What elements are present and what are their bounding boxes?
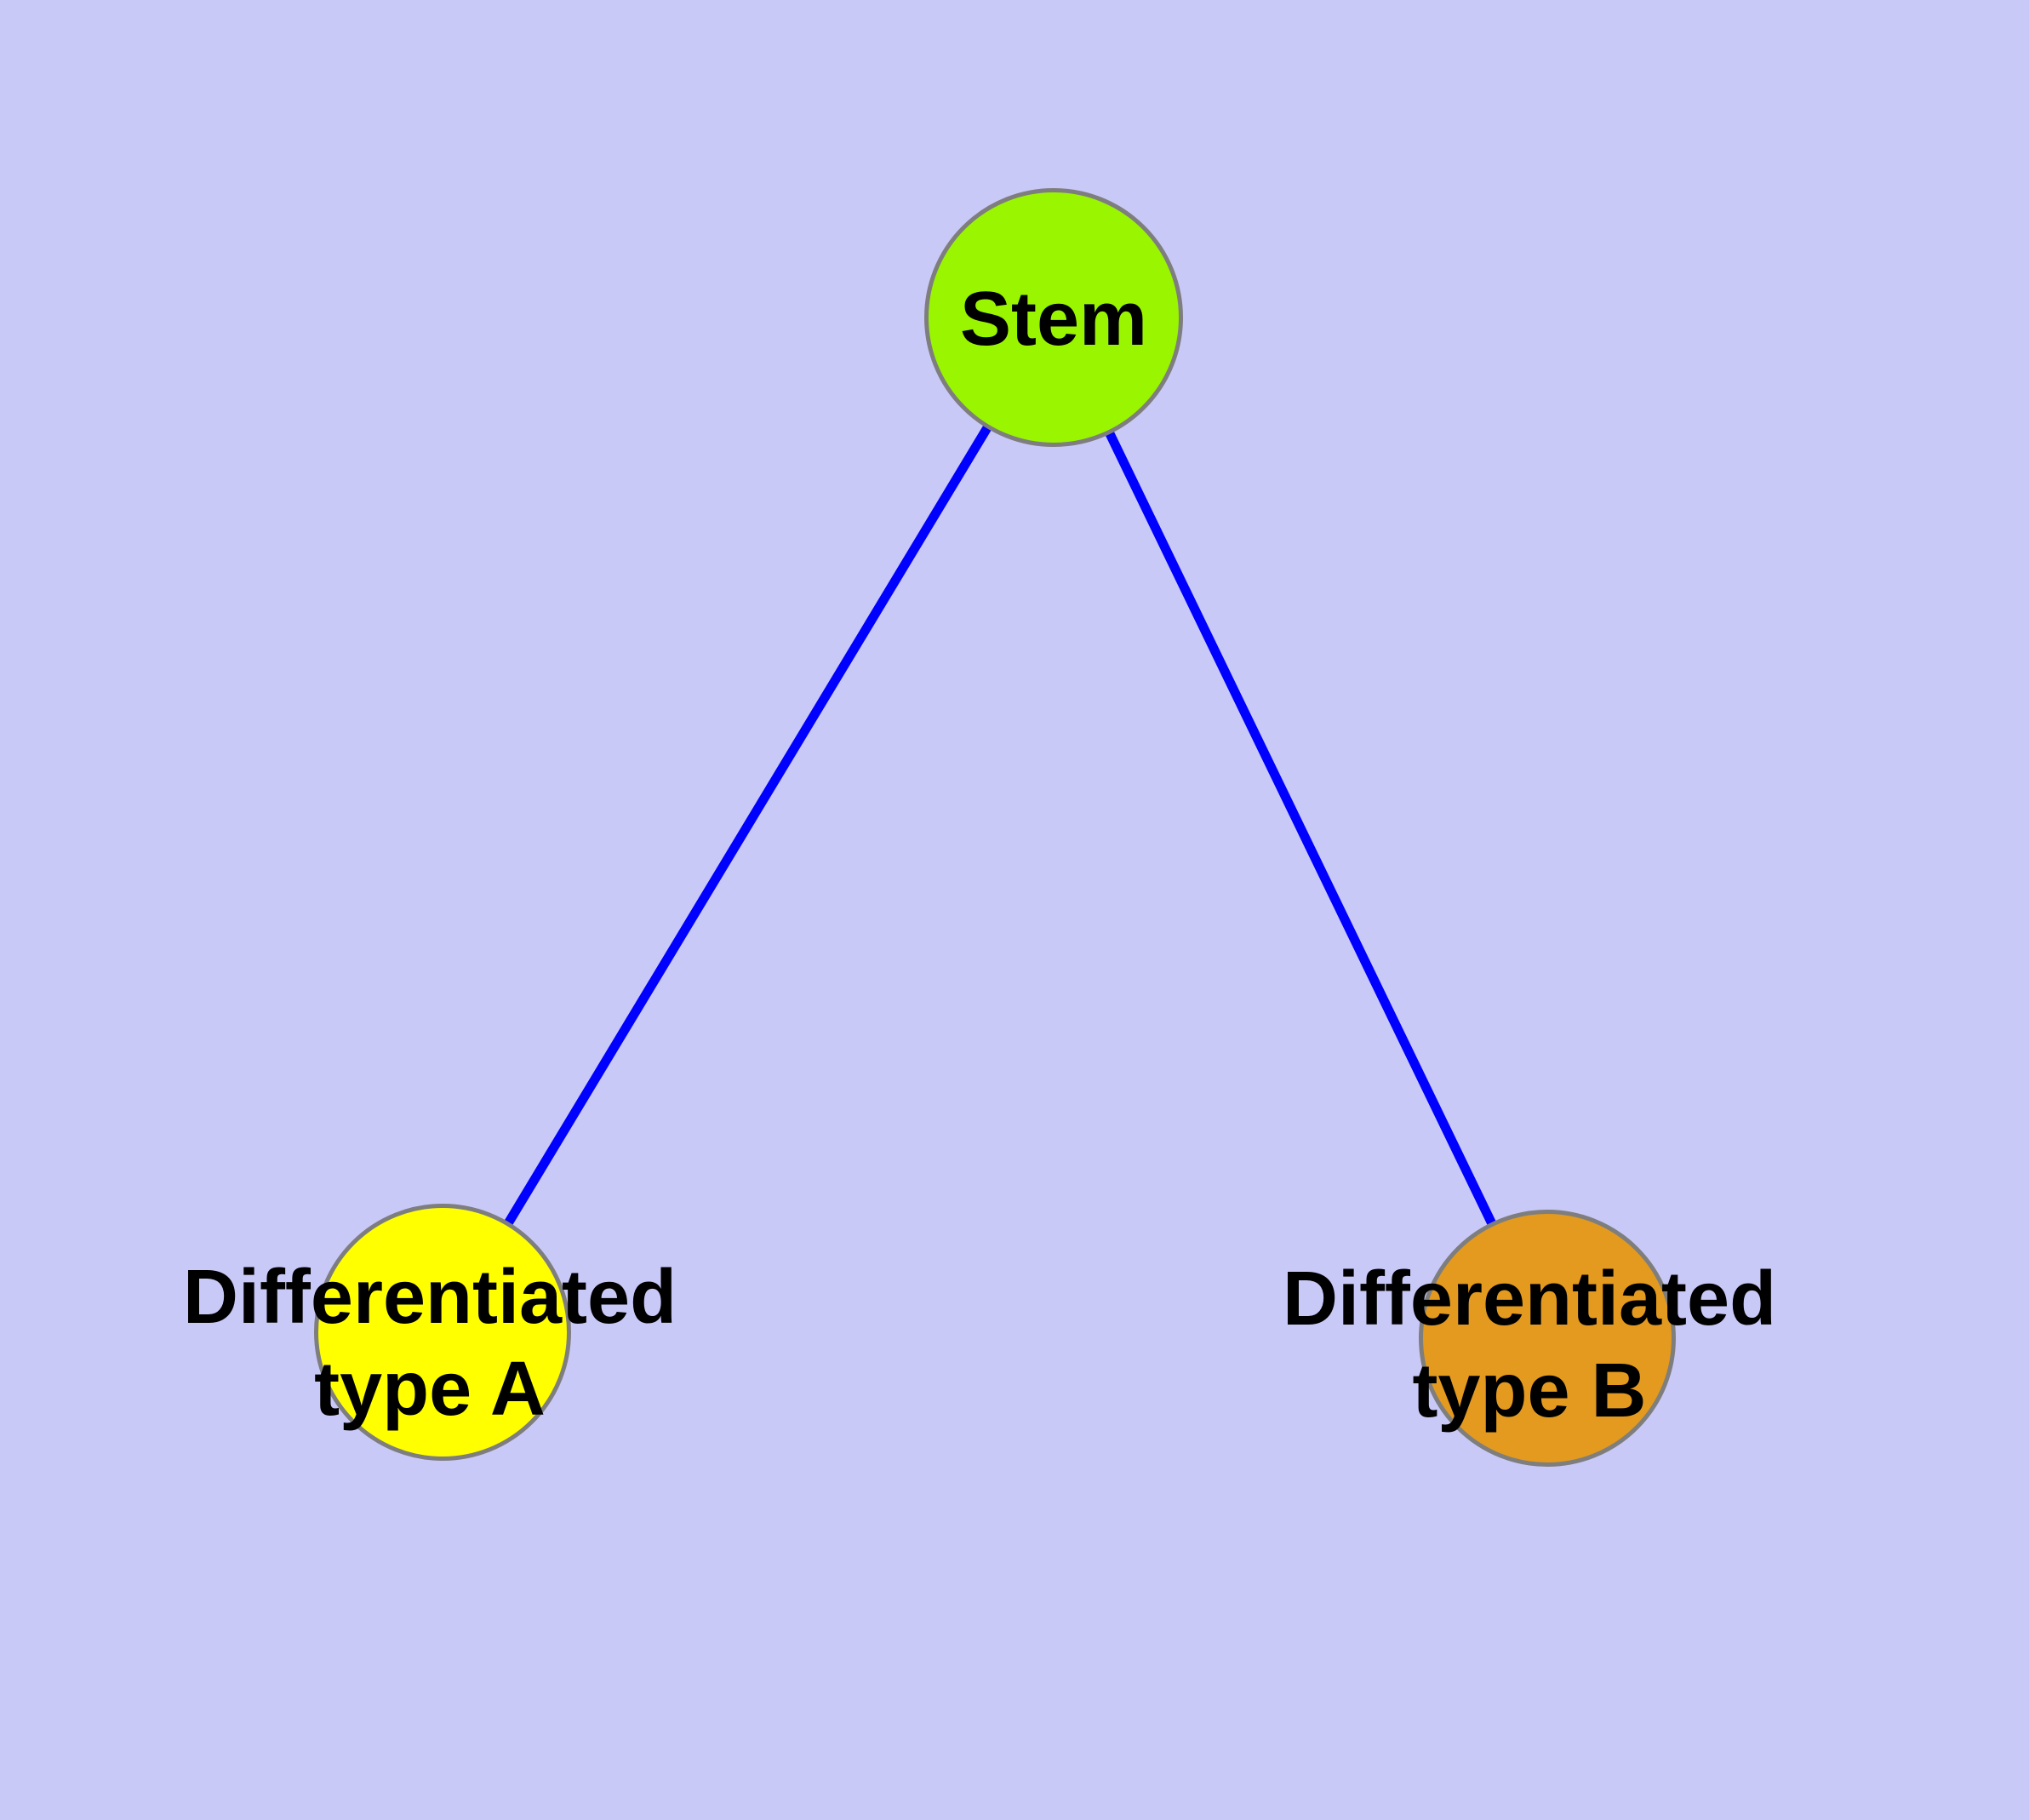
node-label-stem: Stem	[959, 277, 1148, 362]
node-label-differentiated-type-b: Differentiated type B	[1282, 1256, 1777, 1434]
node-label-differentiated-type-a: Differentiated type A	[182, 1255, 677, 1432]
node-differentiated-type-a	[314, 1204, 571, 1461]
edge-stem-to-type-b	[1049, 315, 1552, 1341]
node-stem	[924, 188, 1183, 447]
edge-stem-to-type-a	[438, 315, 1058, 1335]
node-differentiated-type-b	[1419, 1210, 1676, 1467]
